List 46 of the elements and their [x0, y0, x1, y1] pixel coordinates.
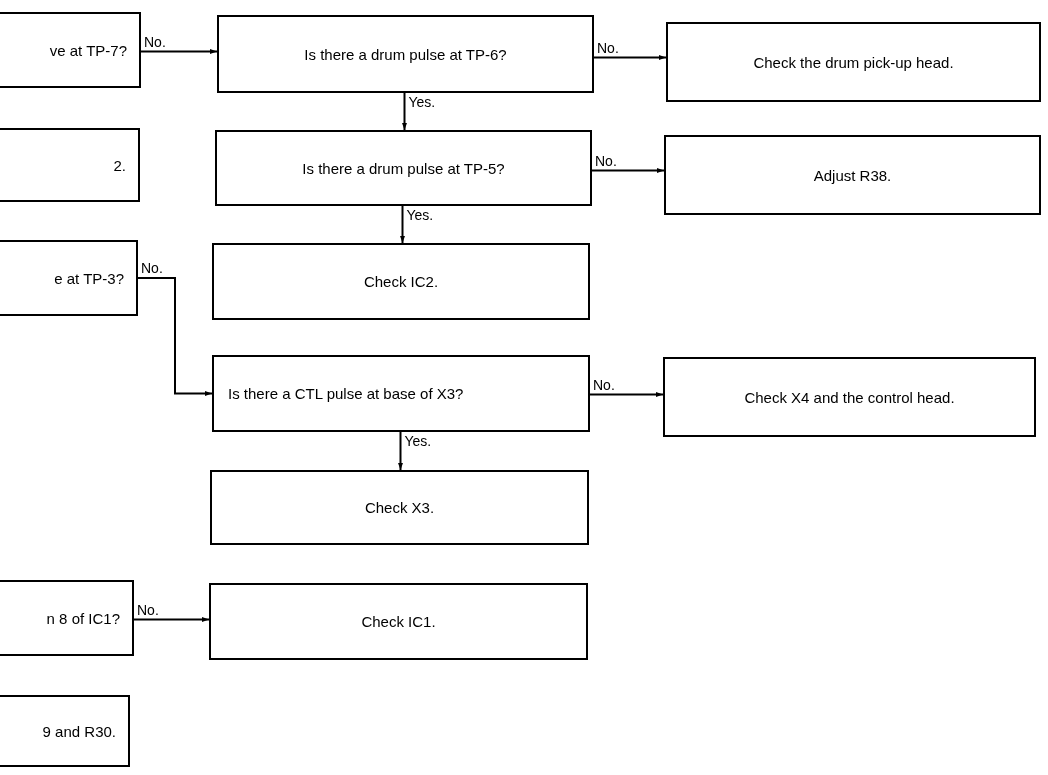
box-text: ve at TP-7?: [49, 41, 127, 59]
edge-label: No.: [596, 40, 620, 56]
edge-label: No.: [592, 377, 616, 393]
process-box: [0, 580, 134, 656]
decision-box: [217, 15, 594, 93]
process-box: [210, 470, 589, 545]
process-box: [666, 22, 1041, 102]
process-box: [0, 695, 130, 767]
box-text: 2.: [113, 156, 126, 174]
arrow: [140, 49, 218, 54]
arrow: [591, 168, 665, 173]
decision-box: [215, 130, 592, 206]
process-box: [212, 243, 590, 320]
process-box: [209, 583, 588, 660]
arrow: [593, 55, 667, 60]
process-box: [0, 240, 138, 316]
box-text: Check X3.: [364, 499, 435, 516]
box-text: Check the drum pick-up head.: [753, 53, 954, 71]
box-text: Check X4 and the control head.: [744, 388, 955, 406]
process-box: [663, 357, 1036, 437]
arrow: [589, 392, 664, 397]
edge-label: Yes.: [405, 208, 435, 223]
process-box: [0, 128, 140, 202]
edge-label: Yes.: [407, 95, 437, 110]
arrow: [402, 92, 407, 131]
arrow: [137, 277, 213, 396]
box-text: Is there a drum pulse at TP-5?: [302, 159, 505, 177]
process-box: [664, 135, 1041, 215]
decision-box: [212, 355, 590, 432]
box-text: Adjust R38.: [813, 166, 892, 184]
edge-label: No.: [143, 34, 167, 50]
box-text: Is there a drum pulse at TP-6?: [304, 45, 507, 63]
box-text: Check IC1.: [361, 613, 436, 630]
box-text: Check IC2.: [363, 273, 439, 290]
box-text: n 8 of IC1?: [46, 609, 120, 627]
edge-label: No.: [136, 602, 160, 618]
arrow: [133, 617, 210, 622]
box-text: Is there a CTL pulse at base of X3?: [228, 385, 464, 402]
edge-label: Yes.: [403, 434, 433, 449]
arrow: [398, 431, 403, 471]
edge-label: No.: [594, 153, 618, 169]
box-text: 9 and R30.: [42, 722, 116, 740]
box-text: e at TP-3?: [54, 269, 124, 287]
edge-label: No.: [140, 261, 164, 276]
arrow: [400, 205, 405, 244]
process-box: [0, 12, 141, 88]
